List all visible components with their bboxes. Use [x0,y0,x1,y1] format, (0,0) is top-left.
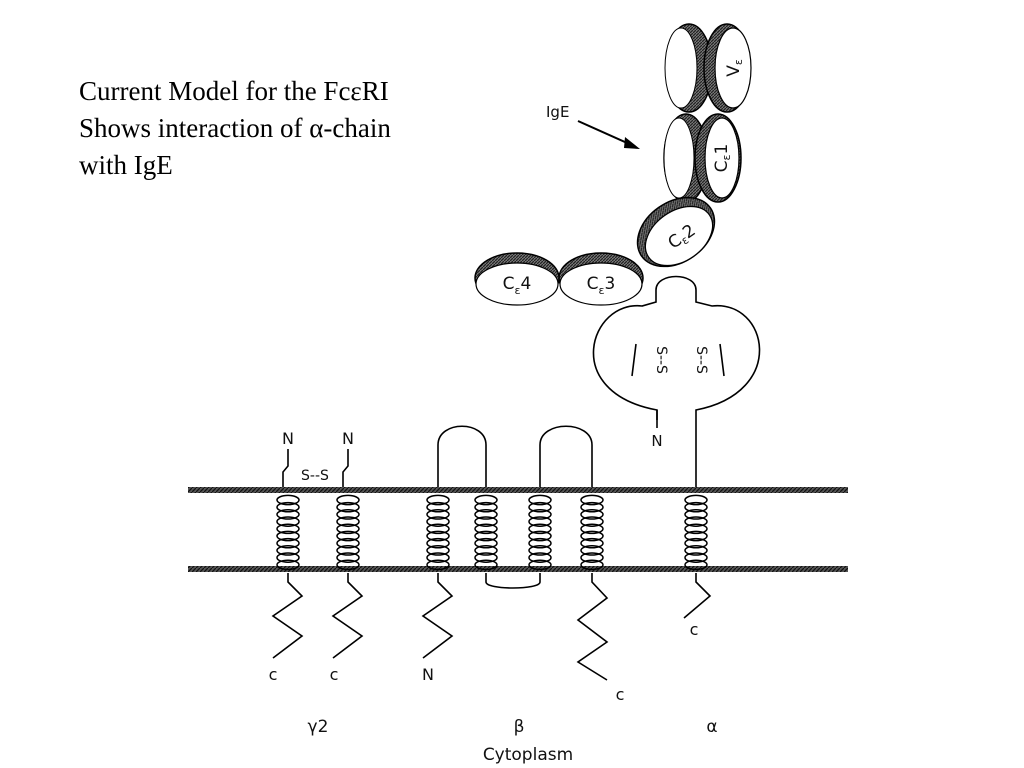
gamma-2-transmembrane-helix [336,494,360,571]
svg-text:Cε4: Cε4 [503,274,532,297]
cytoplasm-label: Cytoplasm [483,745,573,765]
gamma-1-n-terminus: N [282,429,294,448]
ige-heavy-chain: Vε Cε1 Cε2 Cε3 [474,23,752,306]
v-domain-label: V [724,65,744,77]
beta-tm4-transmembrane-helix [580,494,604,571]
gamma-2-cytoplasmic-tail [331,573,364,659]
gamma-2-c-terminus: c [330,665,339,684]
beta-subunit-label: β [514,717,525,737]
c-epsilon-1-domain: Cε1 [663,113,742,203]
alpha-disulfide-1: S--S [653,346,669,374]
alpha-n-terminus: N [651,432,662,450]
v-domain-sub: ε [732,59,745,65]
gamma-disulfide: S--S [301,468,329,484]
c3-domain-num: 3 [605,274,616,294]
beta-extracellular-loop-2 [539,425,593,487]
gamma-1-c-terminus: c [269,665,278,684]
alpha-subunit-label: α [706,717,717,737]
c-epsilon-4-domain: Cε4 [474,252,560,306]
c-epsilon-2-domain: Cε2 [636,196,716,268]
beta-c-tail [576,573,609,681]
beta-tm3-transmembrane-helix [528,494,552,571]
alpha-cytoplasmic-tail [683,573,712,619]
membrane-inner-layer [188,566,848,572]
c4-domain-num: 4 [521,274,532,294]
c3-domain-sub: ε [599,284,605,297]
c4-domain-sub: ε [515,284,521,297]
beta-extracellular-loop-1 [437,425,487,487]
gamma-subunit-label: γ2 [308,717,329,737]
svg-text:Vε: Vε [724,59,745,77]
slide-title: Current Model for the FcεRI Shows intera… [79,73,499,184]
c1-domain-sub: ε [720,154,733,160]
ige-pointer: IgE [546,103,640,149]
title-line-2: Shows interaction of α-chain [79,113,391,143]
beta-c-terminus: c [616,685,625,704]
alpha-disulfide-2: S--S [693,346,709,374]
c4-domain-letter: C [503,274,515,294]
alpha-chain [592,275,761,487]
beta-tm1-transmembrane-helix [426,494,450,571]
c1-domain-num: 1 [712,144,732,155]
gamma-2-n-terminus: N [342,429,354,448]
alpha-transmembrane-helix [684,494,708,571]
beta-chain [421,425,609,681]
beta-n-terminus: N [422,665,434,684]
ige-label: IgE [546,103,569,121]
membrane-outer-layer [188,487,848,493]
beta-tm2-transmembrane-helix [474,494,498,571]
title-line-1: Current Model for the FcεRI [79,76,389,106]
alpha-c-terminus: c [690,620,699,639]
transmembrane-helices [276,494,708,571]
arrow-head-icon [624,137,640,149]
gamma-1-cytoplasmic-tail [271,573,304,659]
c3-domain-letter: C [587,274,599,294]
beta-n-tail [421,573,454,659]
cell-membrane [188,487,848,572]
alpha-extracellular-domains [592,275,761,487]
c1-domain-letter: C [712,160,732,172]
title-line-3: with IgE [79,150,173,180]
gamma-1-transmembrane-helix [276,494,300,571]
svg-text:Cε3: Cε3 [587,274,616,297]
svg-text:Cε1: Cε1 [712,144,733,173]
gamma-chains [271,449,364,659]
v-domain: Vε [664,23,752,113]
c-epsilon-3-domain: Cε3 [558,252,644,306]
beta-intracellular-loop [485,573,541,589]
